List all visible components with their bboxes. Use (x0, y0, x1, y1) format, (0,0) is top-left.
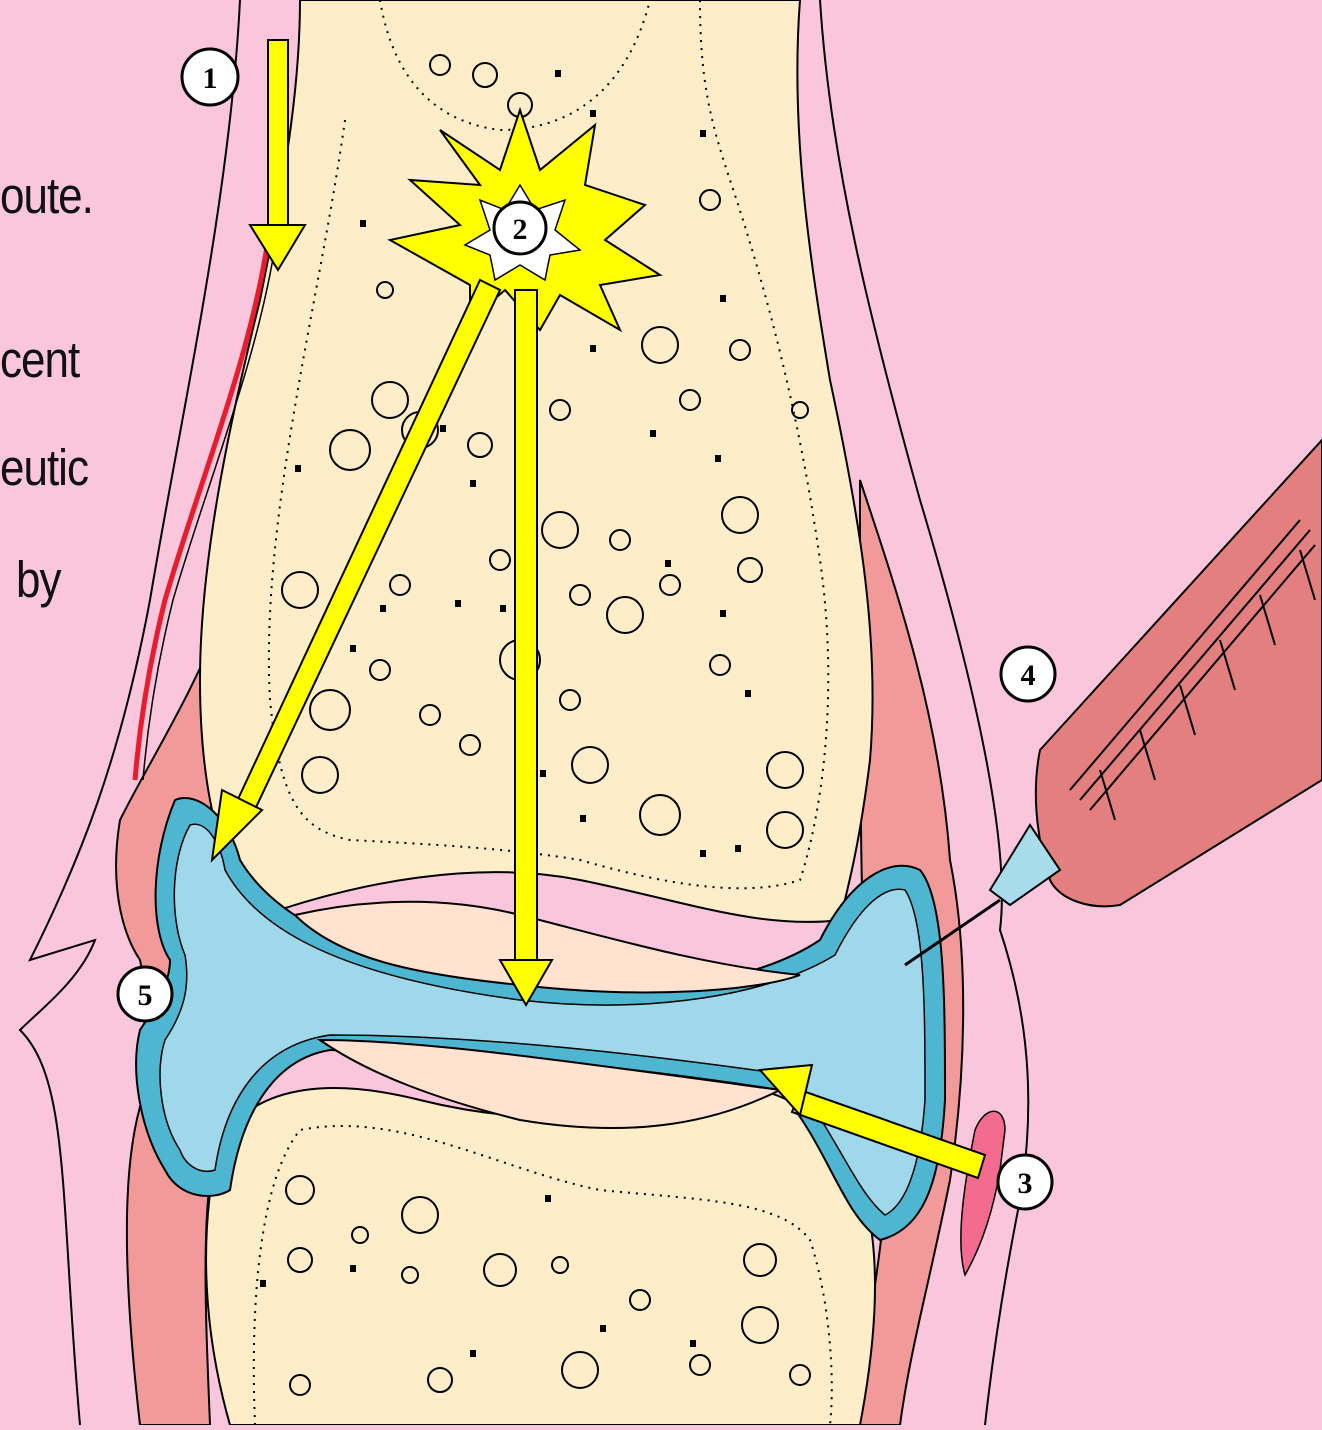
callout-1-label: 1 (203, 62, 218, 95)
callout-3: 3 (998, 1155, 1052, 1209)
callout-1: 1 (182, 49, 238, 105)
side-text-line-3: eutic (0, 440, 88, 498)
side-text-line-1: oute. (0, 168, 93, 226)
callout-2-label: 2 (513, 213, 528, 246)
callout-5: 5 (118, 967, 172, 1021)
side-text-line-4: by (16, 552, 60, 610)
callout-2: 2 (494, 202, 546, 254)
callout-4: 4 (1001, 647, 1055, 701)
side-text-line-2: cent (0, 332, 79, 390)
callout-5-label: 5 (138, 979, 153, 1012)
callout-3-label: 3 (1018, 1167, 1033, 1200)
callout-4-label: 4 (1021, 659, 1036, 692)
